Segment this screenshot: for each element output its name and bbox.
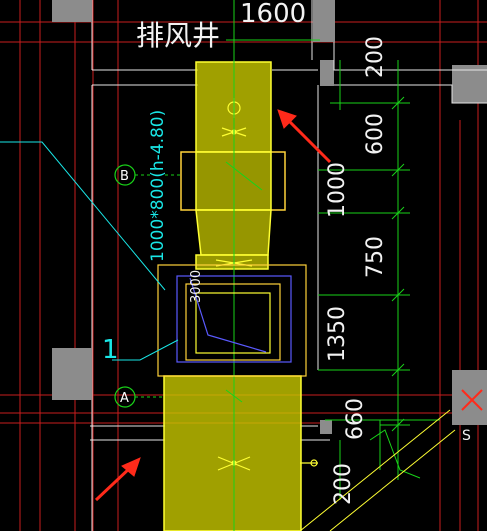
- shaft-outer-frame: [157, 264, 307, 377]
- red-x-marker-icon: [461, 389, 483, 411]
- shaft-label: 排风井: [136, 19, 220, 52]
- dimension-label-200-top: 200: [363, 36, 388, 78]
- wall-block-bottom-small: [320, 420, 332, 434]
- dimension-label-600: 600: [363, 113, 388, 155]
- red-arrows: [94, 109, 332, 502]
- wall-block-right-top: [452, 65, 487, 103]
- leader-lines: [0, 141, 179, 361]
- duct-sections: [163, 61, 302, 531]
- shaft-inner-frame: [185, 283, 281, 361]
- dimension-lines: [236, 39, 440, 500]
- arrow-upper-right-icon: [277, 109, 332, 164]
- shaft-frames: [157, 264, 307, 377]
- wall-block-top-right: [313, 0, 335, 42]
- shaft-core-frame: [195, 292, 271, 354]
- wall-outline-lines: [90, 0, 330, 531]
- wall-block-top-left: [52, 0, 92, 22]
- axis-b-label: B: [120, 169, 129, 184]
- wall-corner-outline: [333, 42, 487, 104]
- duct-neck: [195, 254, 269, 270]
- shaft-diagonal: [189, 277, 267, 353]
- leader-tag-label: 1: [102, 335, 119, 365]
- axis-a-label: A: [120, 391, 129, 406]
- small-dimension-label: 3000: [189, 270, 204, 303]
- dimension-label-1000: 1000: [325, 162, 350, 218]
- top-dimension-label: 1600: [240, 0, 306, 29]
- duct-lower-section: [163, 375, 302, 531]
- dimension-label-1350: 1350: [325, 306, 350, 362]
- shaft-blue-frame: [176, 275, 292, 363]
- dimension-label-660: 660: [343, 398, 368, 440]
- wall-block-left-mid: [52, 348, 92, 400]
- edge-tag-label: S: [462, 428, 471, 444]
- dimension-label-200-bottom: 200: [331, 463, 356, 505]
- axis-bubbles: [114, 164, 181, 408]
- diagonal-lines: [299, 409, 456, 531]
- wall-block-corner: [320, 60, 334, 86]
- arrow-lower-left-icon: [94, 457, 141, 502]
- duct-spec-label: 1000*800(h-4.80): [148, 110, 168, 262]
- dimension-label-750: 750: [363, 236, 388, 278]
